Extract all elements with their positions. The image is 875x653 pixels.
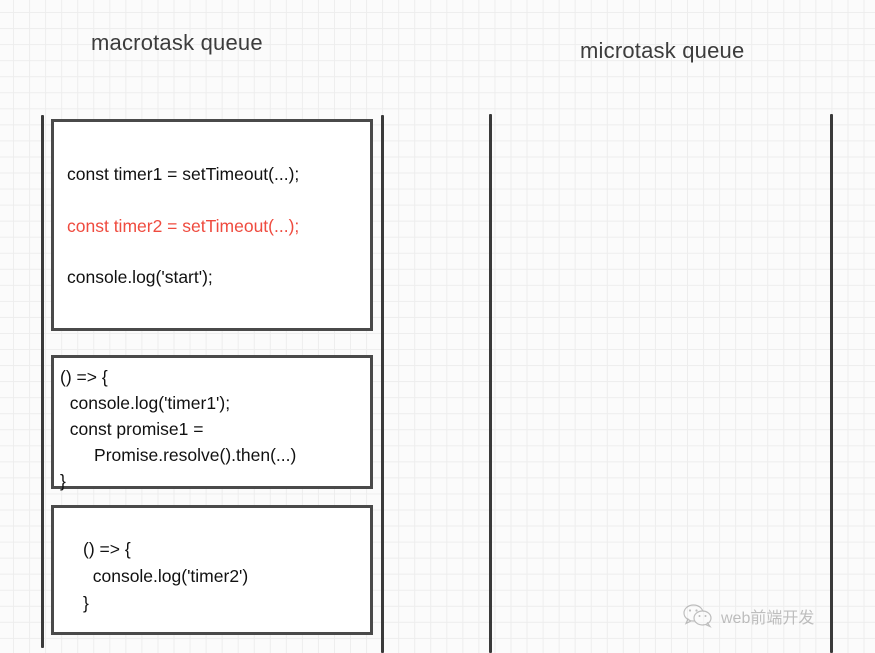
watermark: web前端开发 [683, 604, 814, 628]
macrotask-queue-right-rail [381, 115, 384, 653]
microtask-queue-right-rail [830, 114, 833, 653]
macrotask-item-timer1-callback: () => { console.log('timer1'); const pro… [51, 355, 373, 491]
code-line: () => { [83, 539, 131, 559]
wechat-icon [683, 604, 712, 628]
code-line: () => { [60, 367, 108, 387]
code-line: console.log('timer2') [83, 566, 249, 586]
macrotask-item-script-task: const timer1 = setTimeout(...); const ti… [51, 119, 373, 331]
watermark-label: web前端开发 [721, 610, 815, 627]
code-line: } [83, 593, 89, 613]
code-line: const promise1 = [60, 419, 204, 439]
macrotask-queue-left-rail [41, 115, 44, 648]
code-line: } [60, 471, 66, 491]
code-line: Promise.resolve().then(...) [60, 445, 297, 465]
microtask-queue-title: microtask queue [580, 38, 745, 63]
code-line: console.log('timer1'); [60, 393, 231, 413]
macrotask-queue-title: macrotask queue [91, 30, 263, 55]
macrotask-item-timer2-callback: () => { console.log('timer2') } [51, 505, 373, 635]
microtask-queue-left-rail [489, 114, 492, 653]
code-line: const timer1 = setTimeout(...); [67, 164, 300, 184]
code-line-highlighted: const timer2 = setTimeout(...); [67, 216, 300, 236]
code-line: console.log('start'); [67, 267, 213, 287]
